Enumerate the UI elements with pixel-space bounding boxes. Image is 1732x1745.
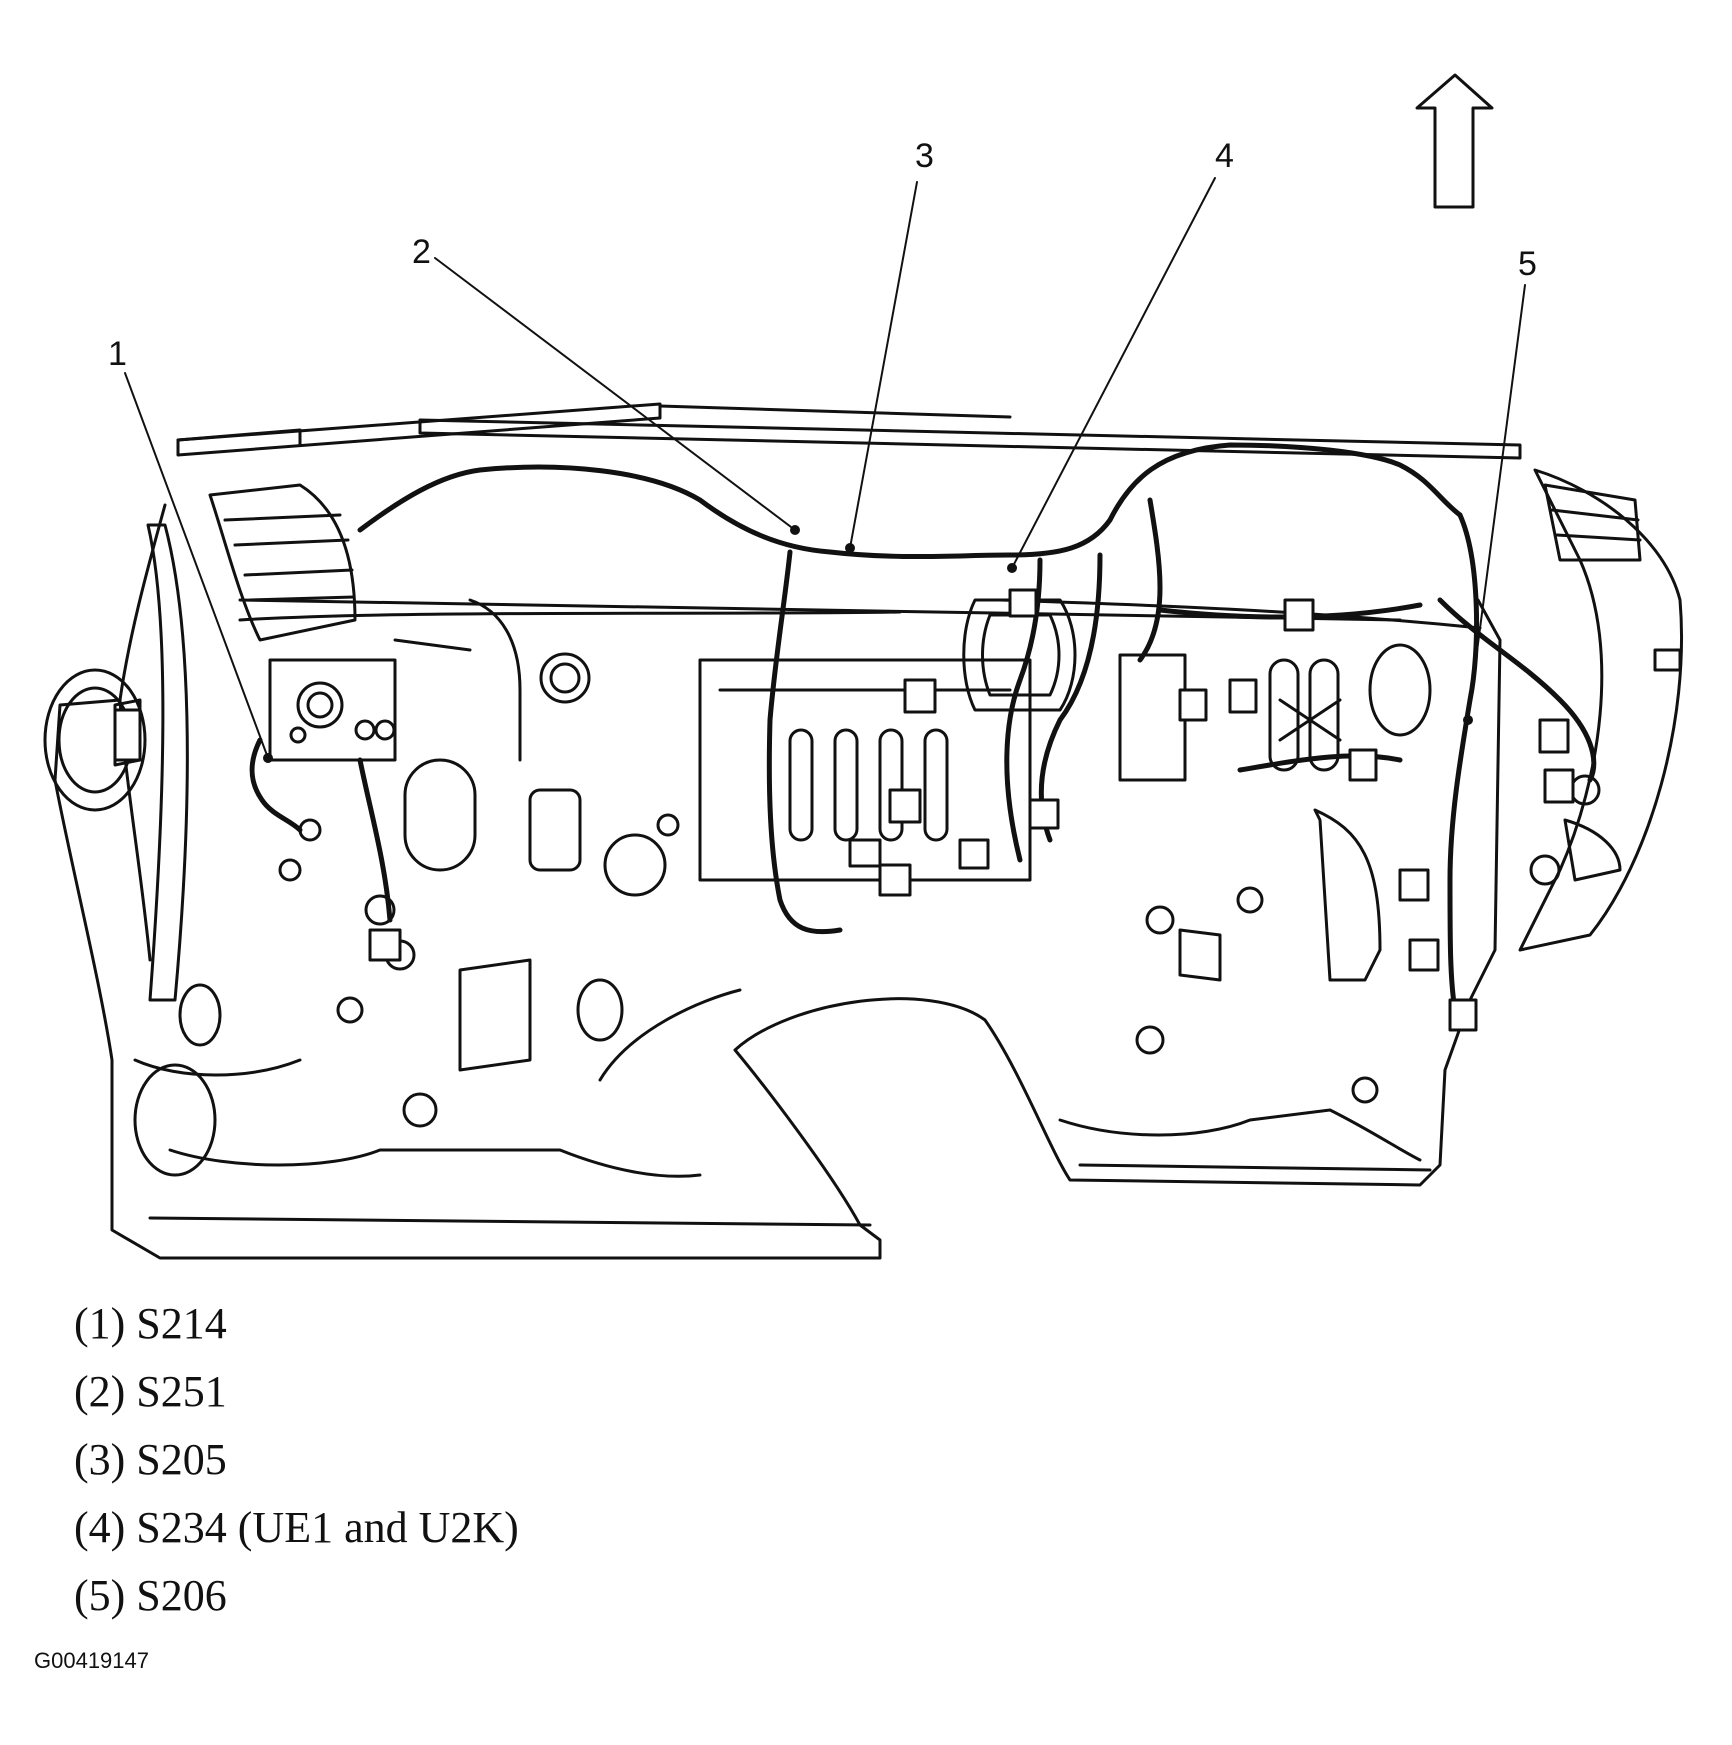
legend-item: (4) S234 (UE1 and U2K): [74, 1503, 519, 1552]
splice-legend: (1) S214 (2) S251 (3) S205 (4) S234 (UE1…: [74, 1290, 519, 1630]
callout-number-4: 4: [1215, 137, 1234, 175]
leader-line-3: [849, 181, 918, 549]
left-dash-components: [43, 483, 522, 1177]
callout-number-3: 3: [915, 137, 934, 175]
splice-points: [263, 525, 1473, 763]
callout-number-1: 1: [108, 335, 127, 373]
leader-line-5: [1467, 284, 1526, 721]
up-arrow-icon: [1415, 73, 1494, 209]
callout-number-2: 2: [412, 233, 431, 271]
center-dash-features: [278, 598, 1432, 1128]
callout-number-5: 5: [1518, 245, 1537, 283]
leader-lines: [124, 177, 1526, 759]
figure-id: G00419147: [34, 1648, 149, 1673]
leader-line-2: [434, 257, 796, 531]
legend-item: (5) S206: [74, 1571, 227, 1620]
leader-line-4: [1011, 177, 1216, 569]
legend-item: (1) S214: [74, 1299, 227, 1348]
windshield-trim: [176, 402, 1522, 460]
right-dash-components: [1518, 468, 1684, 952]
legend-item: (2) S251: [74, 1367, 227, 1416]
legend-item: (3) S205: [74, 1435, 227, 1484]
wiring-harness: [249, 442, 1597, 1013]
leader-line-1: [124, 372, 269, 759]
connectors: [113, 588, 1682, 1032]
